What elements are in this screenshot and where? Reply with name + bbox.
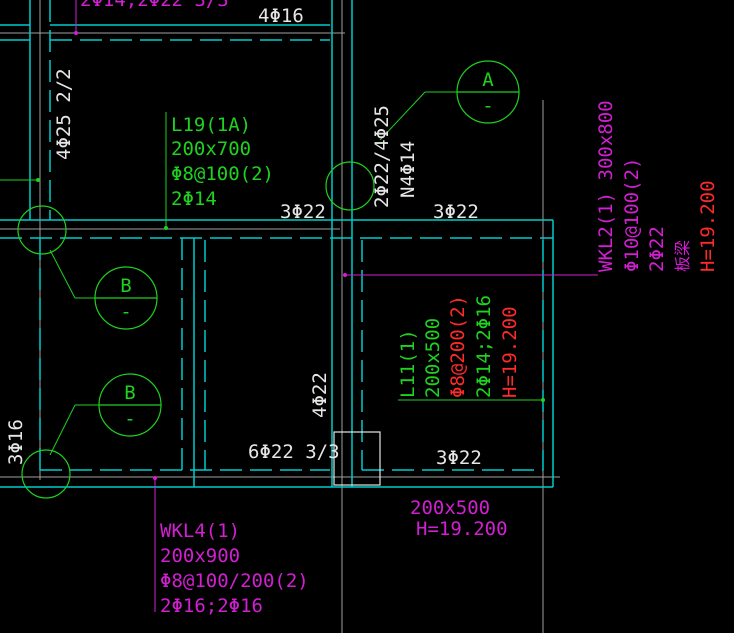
section-marker-a-dash: -	[482, 95, 493, 117]
label-left-4phi25: 4Φ25 2/2	[53, 68, 75, 160]
section-marker-b2-letter: B	[124, 382, 135, 404]
annotation-beam-bottom: 200x500 H=19.200	[410, 497, 508, 540]
anchor-dots	[36, 31, 545, 480]
label-col-4phi22: 4Φ22	[309, 372, 331, 418]
wkl2-height: H=19.200	[697, 180, 719, 272]
section-marker-a[interactable]: A -	[456, 60, 520, 124]
column-circles	[17, 161, 375, 499]
annotation-wkl2: WKL2(1) 300x800 Φ10@100(2) 2Φ22 板梁 H=19.…	[595, 100, 719, 272]
section-marker-a-letter: A	[482, 69, 494, 91]
l11-height: H=19.200	[499, 306, 521, 398]
l19-size: 200x700	[171, 138, 251, 160]
label-vert-2phi22: 2Φ22/4Φ25	[371, 105, 393, 208]
wkl2-name: WKL2(1) 300x800	[595, 100, 617, 272]
l11-size: 200x500	[422, 318, 444, 398]
column-box	[333, 431, 381, 486]
l11-name: L11(1)	[397, 329, 419, 398]
l19-bars: 2Φ14	[171, 188, 217, 210]
l11-stirrup: Φ8@200(2)	[447, 295, 469, 398]
label-vert-n4: N4Φ14	[397, 141, 419, 198]
section-marker-b2-dash: -	[124, 408, 135, 430]
wkl2-note: 板梁	[673, 240, 692, 272]
column-circle-left-top	[17, 205, 67, 255]
annotation-l11: L11(1) 200x500 Φ8@200(2) 2Φ14;2Φ16 H=19.…	[397, 295, 521, 398]
annotation-wkl4: WKL4(1) 200x900 Φ8@100/200(2) 2Φ16;2Φ16	[160, 520, 309, 617]
label-top-4phi16: 4Φ16	[258, 5, 304, 27]
column-circle-mid	[325, 161, 375, 211]
section-marker-b2[interactable]: B -	[98, 373, 162, 437]
label-left-3phi16: 3Φ16	[5, 419, 27, 465]
label-top-cut: 2Φ14;2Φ22 3/3	[80, 0, 229, 11]
label-mid-3phi22-left: 3Φ22	[280, 201, 326, 223]
l19-stirrup: Φ8@100(2)	[171, 163, 274, 185]
wkl2-stirrup: Φ10@100(2)	[621, 158, 643, 272]
leader-lines	[0, 0, 598, 612]
wkl4-stirrup: Φ8@100/200(2)	[160, 570, 309, 592]
beam-outlines	[0, 0, 554, 488]
section-marker-b1[interactable]: B -	[94, 266, 158, 330]
l11-bars: 2Φ14;2Φ16	[473, 295, 495, 398]
column-circle-left-bot	[21, 449, 71, 499]
annotation-l19: L19(1A) 200x700 Φ8@100(2) 2Φ14	[171, 114, 274, 210]
label-bottom-3phi22: 3Φ22	[436, 447, 482, 469]
wkl4-bars: 2Φ16;2Φ16	[160, 595, 263, 617]
wkl2-bars: 2Φ22	[646, 226, 668, 272]
wkl4-name: WKL4(1)	[160, 520, 240, 542]
section-marker-b1-letter: B	[120, 275, 131, 297]
l19-name: L19(1A)	[171, 114, 251, 136]
wkl4-size: 200x900	[160, 545, 240, 567]
label-mid-3phi22-right: 3Φ22	[433, 201, 479, 223]
beam-bottom-size: 200x500	[410, 497, 490, 519]
beam-bottom-height: H=19.200	[416, 518, 508, 540]
section-marker-b1-dash: -	[120, 301, 131, 323]
label-bottom-6phi22: 6Φ22 3/3	[248, 441, 340, 463]
